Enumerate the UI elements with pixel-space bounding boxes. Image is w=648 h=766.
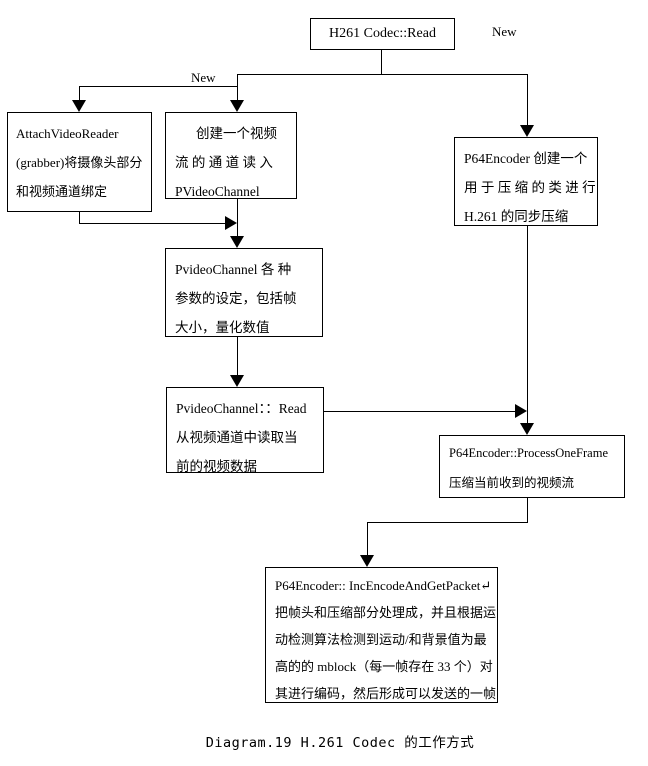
- node-text-line: 大小，量化数值: [175, 320, 270, 335]
- node-text-line: 压缩当前收到的视频流: [449, 476, 575, 490]
- node-text-line: 动检测算法检测到运动/和背景值为最: [275, 632, 487, 647]
- connector-to-inc-encode: [367, 522, 368, 555]
- arrowhead-into-p64-create: [520, 125, 534, 137]
- connector-to-p64-create: [527, 74, 528, 125]
- node-text-line: 其进行编码，然后形成可以发送的一帧: [275, 686, 497, 701]
- node-text-line: PvideoChannel：：Read: [176, 401, 307, 416]
- node-create-video-channel: 创建一个视频 流 的 通 道 读 入 PVideoChannel: [165, 112, 297, 199]
- node-text-line: P64Encoder:: IncEncodeAndGetPacket↵: [275, 578, 492, 593]
- arrowhead-attach-merge: [225, 216, 237, 230]
- node-text-line: 和视频通道绑定: [16, 184, 108, 199]
- arrowhead-into-attach: [72, 100, 86, 112]
- node-text-line: 用 于 压 缩 的 类 进 行: [464, 180, 596, 195]
- node-attach-video-reader: AttachVideoReader (grabber)将摄像头部分 和视频通道绑…: [7, 112, 152, 212]
- edge-label-new-right: New: [492, 24, 517, 39]
- connector-left-branch-horizontal: [79, 86, 237, 87]
- node-text-line: 把帧头和压缩部分处理成，并且根据运: [275, 605, 497, 620]
- node-text-line: PVideoChannel: [175, 184, 260, 199]
- arrowhead-into-process-frame: [520, 423, 534, 435]
- arrowhead-into-inc-encode: [360, 555, 374, 567]
- node-text-line: 从视频通道中读取当: [176, 430, 298, 445]
- connector-process-frame-horizontal: [367, 522, 528, 523]
- connector-attach-down: [79, 212, 80, 223]
- node-text-line: P64Encoder 创建一个: [464, 151, 588, 166]
- connector-read-stem: [381, 50, 382, 74]
- arrowhead-into-channel-params: [230, 236, 244, 248]
- arrowhead-into-channel-read: [230, 375, 244, 387]
- node-h261-codec-read: H261 Codec::Read: [310, 18, 455, 50]
- node-inc-encode-get-packet: P64Encoder:: IncEncodeAndGetPacket↵ 把帧头和…: [265, 567, 498, 703]
- connector-to-create-channel: [237, 74, 238, 100]
- connector-to-attach: [79, 86, 80, 100]
- node-text-line: 创建一个视频: [196, 126, 277, 141]
- node-text-line: P64Encoder::ProcessOneFrame: [449, 446, 608, 460]
- node-text-line: H261 Codec::Read: [329, 26, 436, 41]
- node-channel-read: PvideoChannel：：Read 从视频通道中读取当 前的视频数据: [166, 387, 324, 474]
- node-text-line: 参数的设定，包括帧: [175, 291, 297, 306]
- node-text-line: 高的的 mblock（每一帧存在 33 个）对: [275, 659, 493, 674]
- node-process-one-frame: P64Encoder::ProcessOneFrame 压缩当前收到的视频流: [439, 435, 625, 498]
- edge-label-new-left: New: [191, 70, 216, 85]
- arrowhead-into-create-channel: [230, 100, 244, 112]
- node-channel-params: PvideoChannel 各 种 参数的设定，包括帧 大小，量化数值: [165, 248, 323, 337]
- node-text-line: 前的视频数据: [176, 459, 257, 474]
- connector-branch-horizontal: [237, 74, 528, 75]
- connector-read-to-p64-line: [324, 411, 515, 412]
- connector-process-frame-down: [527, 498, 528, 522]
- connector-params-to-read: [237, 337, 238, 375]
- node-text-line: (grabber)将摄像头部分: [16, 155, 143, 170]
- node-text-line: 流 的 通 道 读 入: [175, 155, 273, 170]
- arrowhead-read-to-p64: [515, 404, 527, 418]
- node-text-line: AttachVideoReader: [16, 126, 119, 141]
- connector-p64-to-process-frame: [527, 226, 528, 423]
- connector-attach-to-merge: [79, 223, 225, 224]
- connector-create-channel-to-params: [237, 199, 238, 236]
- node-text-line: H.261 的同步压缩: [464, 209, 569, 224]
- node-text-line: PvideoChannel 各 种: [175, 262, 292, 277]
- diagram-caption: Diagram.19 H.261 Codec 的工作方式: [205, 735, 475, 751]
- node-p64encoder-create: P64Encoder 创建一个 用 于 压 缩 的 类 进 行 H.261 的同…: [454, 137, 598, 226]
